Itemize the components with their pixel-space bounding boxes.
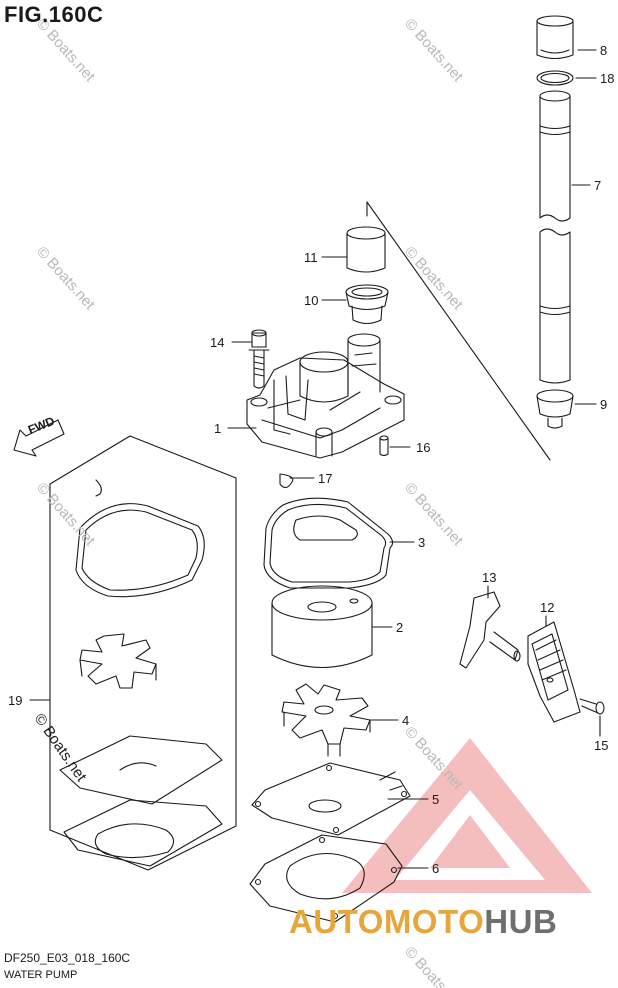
watermark-text: © Boats.net — [33, 243, 99, 313]
fwd-arrow-icon — [13, 419, 65, 457]
callout-16: 16 — [416, 440, 430, 455]
watermark-text: © Boats.net — [401, 943, 467, 988]
figure-code: DF250_E03_018_160C — [4, 951, 131, 965]
part-14-bolt — [248, 329, 270, 389]
part-1-pump-case — [246, 333, 405, 459]
watermark-text: © Boats.net — [401, 243, 467, 313]
part-3-gasket — [263, 497, 394, 589]
callout-4: 4 — [402, 713, 409, 728]
part-11-seal — [346, 226, 386, 273]
brand-part2: HUB — [484, 903, 558, 940]
callout-13: 13 — [482, 570, 496, 585]
part-12-panel — [527, 621, 581, 723]
callout-2: 2 — [396, 620, 403, 635]
callout-17: 17 — [318, 471, 332, 486]
part-19-kit-box — [49, 435, 237, 871]
callout-3: 3 — [418, 535, 425, 550]
part-4-impeller — [281, 683, 371, 757]
figure-title: FIG.160C — [4, 2, 104, 27]
callout-9: 9 — [600, 397, 607, 412]
part-15-screw — [579, 698, 605, 715]
leader-lines — [29, 49, 601, 869]
part-18-oring — [536, 70, 574, 86]
watermark-text-dark: © Boats.net — [31, 711, 90, 786]
part-8-grommet — [536, 15, 574, 60]
part-9-grommet — [536, 389, 574, 429]
callout-5: 5 — [432, 792, 439, 807]
callout-19: 19 — [8, 693, 22, 708]
callout-6: 6 — [432, 861, 439, 876]
brand-part1: AUTOMOTO — [289, 903, 485, 940]
part-13-clip — [459, 591, 521, 669]
callout-1: 1 — [214, 421, 221, 436]
watermark-text: © Boats.net — [33, 479, 99, 549]
callout-11: 11 — [304, 250, 318, 265]
figure-name: WATER PUMP — [4, 969, 78, 981]
callout-12: 12 — [540, 600, 554, 615]
brand-wordmark: AUTOMOTOHUB — [289, 903, 557, 941]
callout-7: 7 — [594, 178, 601, 193]
leader-7 — [366, 201, 551, 461]
part-5-gasket — [251, 762, 411, 836]
callout-18: 18 — [600, 71, 614, 86]
callout-10: 10 — [304, 293, 318, 308]
part-2-liner — [271, 585, 373, 668]
part-6-gasket — [249, 834, 403, 923]
part-10-grommet — [345, 284, 389, 325]
part-17-key — [279, 473, 294, 489]
callout-8: 8 — [600, 43, 607, 58]
part-7-tube — [539, 90, 571, 384]
callout-14: 14 — [210, 335, 224, 350]
watermark-text: © Boats.net — [401, 479, 467, 549]
brand-logo — [342, 738, 592, 893]
part-16-pin — [379, 435, 389, 457]
watermark-text: © Boats.net — [401, 15, 467, 85]
callout-15: 15 — [594, 738, 608, 753]
